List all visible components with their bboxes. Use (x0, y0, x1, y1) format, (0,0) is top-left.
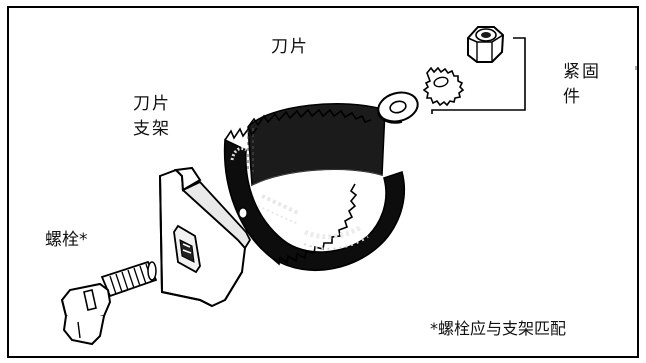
blade-holder (158, 166, 252, 308)
hex-nut (467, 26, 505, 63)
bolt-note: *螺栓应与支架匹配 (430, 319, 567, 338)
bolt (60, 260, 158, 346)
flat-washer (377, 91, 419, 124)
fastener-label-line2: 件 (563, 87, 580, 107)
toothed-lock-washer (422, 66, 465, 107)
bolt-label: 螺栓* (45, 230, 88, 250)
fastener-label-line1: 紧固 (563, 62, 601, 82)
holder-label-line2: 支架 (133, 119, 171, 139)
fastener-bracket (431, 37, 526, 114)
blade-label: 刀片 (271, 37, 309, 57)
blade-ring (223, 103, 406, 272)
holder-label-line1: 刀片 (133, 94, 171, 114)
diagram-frame (7, 6, 639, 358)
